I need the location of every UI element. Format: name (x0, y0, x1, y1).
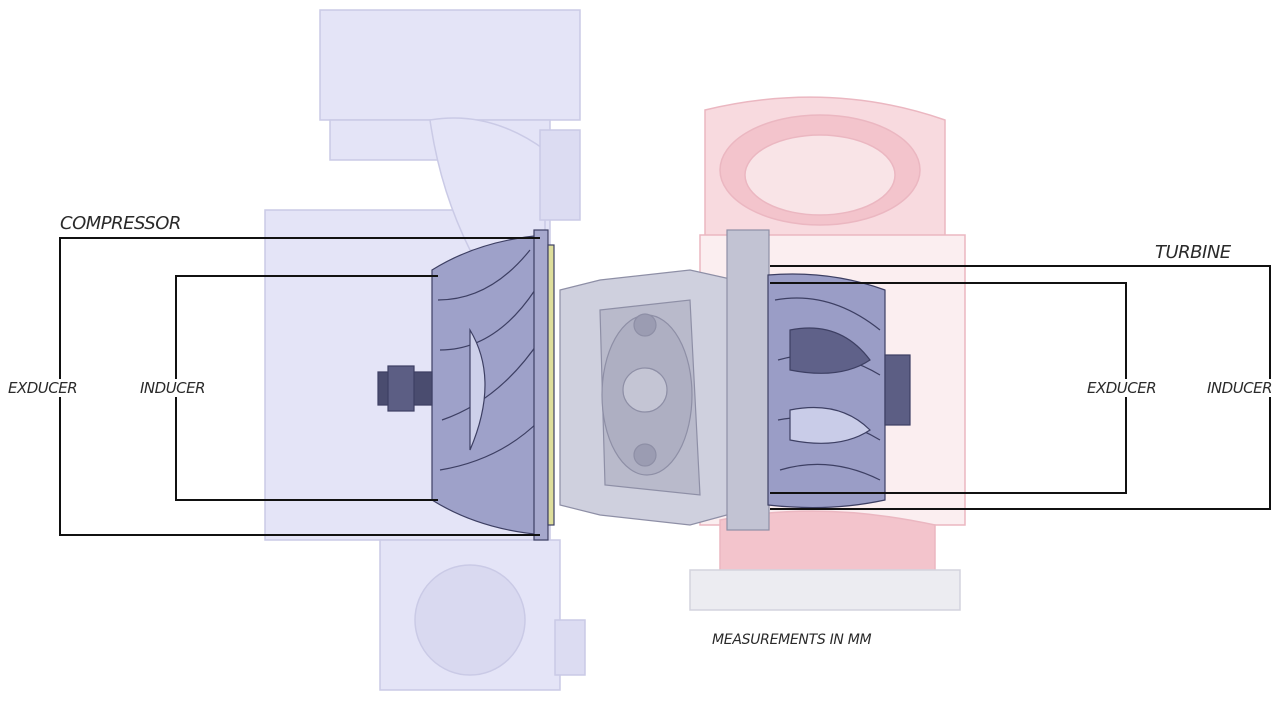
compressor-exducer-label: EXDUCER (6, 379, 80, 397)
turbine-inducer-label: INDUCER (1205, 379, 1275, 397)
measurement-note: MEASUREMENTS IN MM (712, 632, 872, 648)
center-housing (559, 229, 770, 531)
compressor-inducer-label: INDUCER (138, 379, 208, 397)
turbine-wheel (767, 273, 911, 509)
turbine-title: TURBINE (1155, 242, 1231, 263)
turbine-exducer-label: EXDUCER (1085, 379, 1159, 397)
compressor-wheel (377, 229, 555, 541)
compressor-title: COMPRESSOR (60, 213, 181, 234)
